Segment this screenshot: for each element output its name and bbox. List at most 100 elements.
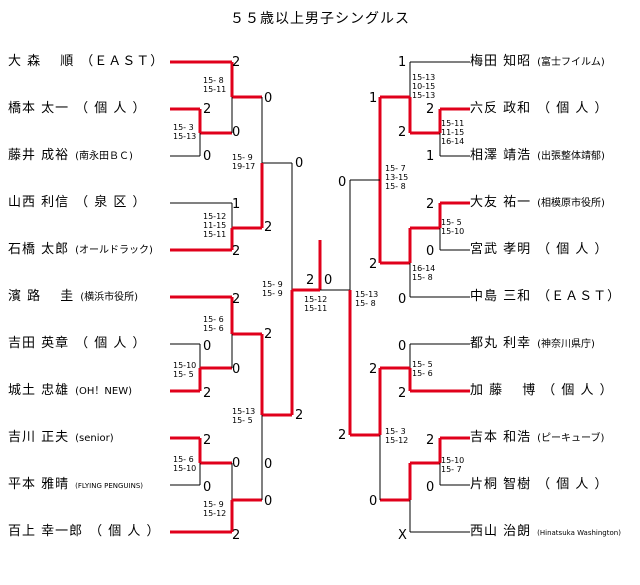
match-score: 1 (369, 91, 378, 106)
match-score: 2 (295, 408, 304, 423)
player-name: 橋本 太一 (8, 101, 70, 116)
player-affiliation: （ 個 人 ） (75, 336, 147, 351)
player-affiliation: (富士フイルム) (537, 57, 605, 68)
match-score: 2 (426, 102, 435, 117)
right-player-row: 加 藤 博 （ 個 人 ） (470, 382, 614, 400)
right-player-row: 西山 治朗 (Hinatsuka Washington) (470, 523, 621, 541)
player-affiliation: （ 泉 区 ） (75, 195, 147, 210)
match-score: 0 (398, 292, 407, 307)
player-name: 相澤 靖浩 (470, 148, 532, 163)
game-score: 15- 3 15-13 (173, 123, 197, 141)
game-score: 15-11 11-15 16-14 (441, 119, 465, 146)
match-score: 2 (338, 428, 347, 443)
player-affiliation: (ピーキューブ) (537, 433, 605, 444)
match-score: 0 (324, 273, 333, 288)
player-affiliation: (神奈川県庁) (537, 339, 595, 350)
player-affiliation: (Hinatsuka Washington) (537, 529, 621, 537)
match-score: 2 (264, 327, 273, 342)
game-score: 15-10 15- 7 (441, 456, 465, 474)
player-name: 大 森 順 (8, 54, 75, 69)
player-name: 山西 利信 (8, 195, 70, 210)
match-score: 2 (232, 55, 241, 70)
game-score: 15-13 10-15 15-13 (412, 73, 436, 100)
player-affiliation: （ 個 人 ） (89, 524, 161, 539)
match-score: X (398, 528, 407, 543)
left-player-row: 城土 忠雄 (OH！NEW) (8, 382, 132, 400)
left-player-row: 平本 雅晴(FLYING PENGUINS) (8, 476, 143, 494)
player-name: 平本 雅晴 (8, 477, 70, 492)
left-player-row: 石橋 太郎(オールドラック) (8, 241, 153, 259)
left-player-row: 大 森 順 （ＥＡＳＴ） (8, 53, 164, 71)
right-player-row: 六反 政和（ 個 人 ） (470, 100, 609, 118)
left-player-row: 百上 幸一郎 （ 個 人 ） (8, 523, 161, 541)
game-score: 15- 9 15- 9 (262, 280, 283, 298)
game-score: 15-10 15- 5 (173, 361, 197, 379)
match-score: 0 (203, 480, 212, 495)
player-name: 西山 治朗 (470, 524, 532, 539)
player-affiliation: (相模原市役所) (537, 198, 605, 209)
match-score: 0 (203, 149, 212, 164)
player-name: 城土 忠雄 (8, 383, 70, 398)
player-name: 都丸 利幸 (470, 336, 532, 351)
player-affiliation: （ＥＡＳＴ） (80, 54, 165, 69)
player-affiliation: (senior) (75, 433, 114, 444)
player-name: 濱 路 圭 (8, 289, 75, 304)
player-affiliation: (出張整体靖郁) (537, 151, 605, 162)
right-player-row: 都丸 利幸 (神奈川県庁) (470, 335, 595, 353)
match-score: 0 (264, 91, 273, 106)
match-score: 2 (232, 292, 241, 307)
player-name: 加 藤 博 (470, 383, 537, 398)
player-name: 梅田 知昭 (470, 54, 532, 69)
right-player-row: 中島 三和（ＥＡＳＴ） (470, 288, 621, 306)
player-name: 大友 祐一 (470, 195, 532, 210)
game-score: 15- 6 15-10 (173, 455, 197, 473)
match-score: 2 (369, 257, 378, 272)
match-score: 0 (369, 494, 378, 509)
match-score: 1 (398, 55, 407, 70)
match-score: 0 (264, 494, 273, 509)
player-affiliation: （ 個 人 ） (537, 101, 609, 116)
left-player-row: 藤井 成裕(南永田ＢＣ) (8, 147, 133, 165)
match-score: 2 (264, 220, 273, 235)
right-player-row: 宮武 孝明 （ 個 人 ） (470, 241, 609, 259)
match-score: 0 (398, 339, 407, 354)
right-player-row: 片桐 智樹（ 個 人 ） (470, 476, 609, 494)
player-affiliation: （ＥＡＳＴ） (537, 289, 622, 304)
match-score: 2 (203, 386, 212, 401)
player-name: 宮武 孝明 (470, 242, 532, 257)
player-name: 百上 幸一郎 (8, 524, 84, 539)
player-name: 片桐 智樹 (470, 477, 532, 492)
game-score: 16-14 15- 8 (412, 264, 436, 282)
player-affiliation: （ 個 人 ） (542, 383, 614, 398)
player-name: 石橋 太郎 (8, 242, 70, 257)
player-affiliation: （ 個 人 ） (537, 242, 609, 257)
left-player-row: 橋本 太一（ 個 人 ） (8, 100, 147, 118)
right-player-row: 大友 祐一 (相模原市役所) (470, 194, 605, 212)
game-score: 15- 9 15-12 (203, 500, 227, 518)
player-name: 藤井 成裕 (8, 148, 70, 163)
match-score: 0 (232, 125, 241, 140)
left-player-row: 吉川 正夫 (senior) (8, 429, 114, 447)
game-score: 15- 7 13-15 15- 8 (385, 164, 409, 191)
match-score: 2 (306, 273, 315, 288)
match-score: 2 (203, 102, 212, 117)
player-affiliation: (OH！NEW) (75, 386, 133, 397)
player-name: 吉田 英章 (8, 336, 70, 351)
match-score: 0 (426, 480, 435, 495)
player-name: 吉本 和浩 (470, 430, 532, 445)
match-score: 0 (295, 156, 304, 171)
match-score: 2 (426, 433, 435, 448)
game-score: 15- 9 19-17 (232, 153, 256, 171)
match-score: 0 (232, 456, 241, 471)
match-score: 2 (232, 528, 241, 543)
match-score: 2 (232, 244, 241, 259)
left-player-row: 山西 利信 （ 泉 区 ） (8, 194, 147, 212)
player-name: 吉川 正夫 (8, 430, 70, 445)
left-player-row: 濱 路 圭(横浜市役所) (8, 288, 138, 306)
game-score: 15- 5 15-10 (441, 218, 465, 236)
game-score: 15-12 11-15 15-11 (203, 212, 227, 239)
left-player-row: 吉田 英章 （ 個 人 ） (8, 335, 147, 353)
right-player-row: 相澤 靖浩 (出張整体靖郁) (470, 147, 605, 165)
match-score: 0 (338, 175, 347, 190)
